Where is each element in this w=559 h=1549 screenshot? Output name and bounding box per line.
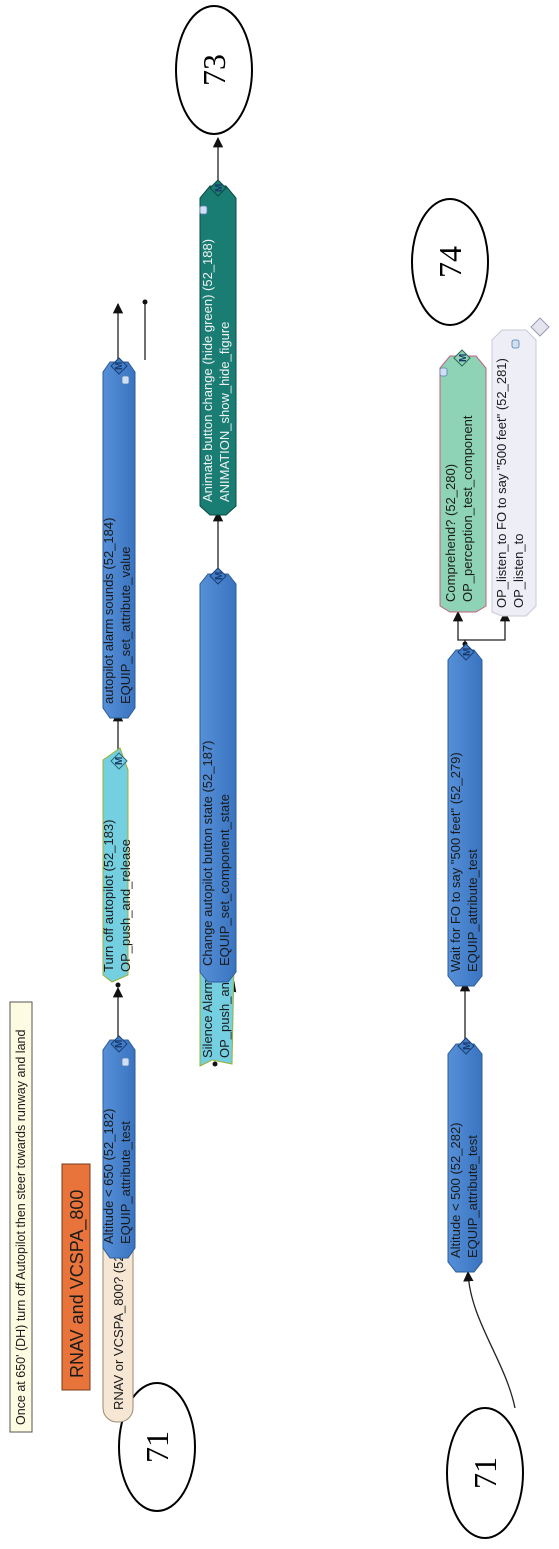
svg-text:M: M bbox=[214, 572, 225, 580]
svg-text:EQUIP_attribute_test: EQUIP_attribute_test bbox=[465, 1135, 480, 1258]
svg-text:OP_listen_to: OP_listen_to bbox=[511, 534, 526, 608]
connector-71-top[interactable]: 71 bbox=[118, 1382, 196, 1512]
svg-text:M: M bbox=[214, 184, 225, 192]
link-icon bbox=[121, 375, 130, 385]
node-52-188[interactable]: Animate button change (hide green) (52_1… bbox=[199, 179, 237, 516]
svg-text:Animate button change (hide gr: Animate button change (hide green) (52_1… bbox=[200, 239, 215, 502]
node-52-187[interactable]: Change autopilot button state (52_187) E… bbox=[199, 567, 237, 983]
marker-diamond-icon bbox=[110, 752, 128, 770]
marker-diamond-icon bbox=[110, 1035, 128, 1053]
svg-text:M: M bbox=[462, 1042, 473, 1050]
svg-text:RNAV or VCSPA_800? (52_235): RNAV or VCSPA_800? (52_235) bbox=[111, 1221, 126, 1410]
marker-diamond-icon bbox=[209, 179, 227, 197]
connector-74[interactable]: 74 bbox=[411, 198, 489, 326]
link-icon bbox=[439, 367, 448, 377]
svg-text:73: 73 bbox=[196, 54, 232, 86]
svg-text:71: 71 bbox=[139, 1431, 175, 1463]
svg-text:EQUIP_set_component_state: EQUIP_set_component_state bbox=[217, 794, 232, 966]
marker-diamond-icon bbox=[457, 643, 475, 661]
marker-diamond-icon bbox=[530, 317, 550, 337]
svg-text:M: M bbox=[114, 757, 125, 765]
node-52-281[interactable]: OP_listen_to FO to say "500 feet" (52_28… bbox=[491, 317, 550, 617]
node-52-184[interactable]: autopilot alarm sounds (52_184) EQUIP_se… bbox=[101, 357, 136, 719]
svg-text:M: M bbox=[114, 1040, 125, 1048]
svg-text:Comprehend? (52_280): Comprehend? (52_280) bbox=[443, 464, 458, 602]
svg-text:Altitude < 500 (52_282): Altitude < 500 (52_282) bbox=[448, 1122, 463, 1258]
marker-diamond-icon bbox=[453, 349, 471, 367]
marker-diamond-icon bbox=[110, 357, 128, 375]
header-box: RNAV and VCSPA_800 bbox=[61, 1163, 91, 1391]
svg-text:Turn off autopilot (52_183): Turn off autopilot (52_183) bbox=[101, 820, 116, 973]
svg-text:EQUIP_attribute_test: EQUIP_attribute_test bbox=[465, 849, 480, 972]
svg-text:M: M bbox=[458, 354, 469, 362]
node-52-183[interactable]: Turn off autopilot (52_183) OP_push_and_… bbox=[101, 649, 133, 983]
node-52-279[interactable]: Wait for FO to say "500 feet" (52_279) E… bbox=[447, 643, 483, 987]
svg-text:OP_listen_to FO to say "500 fe: OP_listen_to FO to say "500 feet" (52_28… bbox=[494, 358, 509, 608]
svg-text:EQUIP_attribute_test: EQUIP_attribute_test bbox=[118, 1121, 133, 1244]
svg-text:OP_push_and_release: OP_push_and_release bbox=[118, 839, 133, 972]
node-52-182[interactable]: Altitude < 650 (52_182) EQUIP_attribute_… bbox=[101, 1035, 136, 1259]
svg-text:ANIMATION_show_hide_figure: ANIMATION_show_hide_figure bbox=[217, 322, 232, 502]
svg-text:Altitude < 650 (52_182): Altitude < 650 (52_182) bbox=[101, 1108, 116, 1244]
connector-73[interactable]: 73 bbox=[175, 5, 253, 135]
link-icon bbox=[511, 339, 520, 349]
svg-text:M: M bbox=[462, 648, 473, 656]
node-52-282[interactable]: Altitude < 500 (52_282) EQUIP_attribute_… bbox=[447, 1037, 483, 1273]
note-text: Once at 650' (DH) turn off Autopilot the… bbox=[14, 1030, 28, 1425]
link-icon bbox=[121, 1057, 130, 1067]
svg-text:OP_perception_test_component: OP_perception_test_component bbox=[460, 415, 475, 602]
node-52-280[interactable]: Comprehend? (52_280) OP_perception_test_… bbox=[439, 349, 487, 613]
svg-text:Change autopilot button state: Change autopilot button state (52_187) bbox=[200, 740, 215, 966]
link-icon bbox=[199, 205, 208, 215]
svg-text:EQUIP_set_attribute_value: EQUIP_set_attribute_value bbox=[118, 546, 133, 704]
marker-diamond-icon bbox=[209, 567, 227, 585]
marker-diamond-icon bbox=[457, 1037, 475, 1055]
connector-71-bottom[interactable]: 71 bbox=[446, 1407, 524, 1539]
svg-text:M: M bbox=[114, 362, 125, 370]
note-box: Once at 650' (DH) turn off Autopilot the… bbox=[9, 1001, 33, 1433]
svg-text:Wait for FO to say "500 feet": Wait for FO to say "500 feet" (52_279) bbox=[448, 752, 463, 972]
svg-text:71: 71 bbox=[467, 1457, 503, 1489]
header-text: RNAV and VCSPA_800 bbox=[67, 1190, 88, 1378]
svg-text:74: 74 bbox=[432, 246, 468, 278]
svg-text:autopilot alarm sounds (52_184: autopilot alarm sounds (52_184) bbox=[101, 518, 116, 704]
